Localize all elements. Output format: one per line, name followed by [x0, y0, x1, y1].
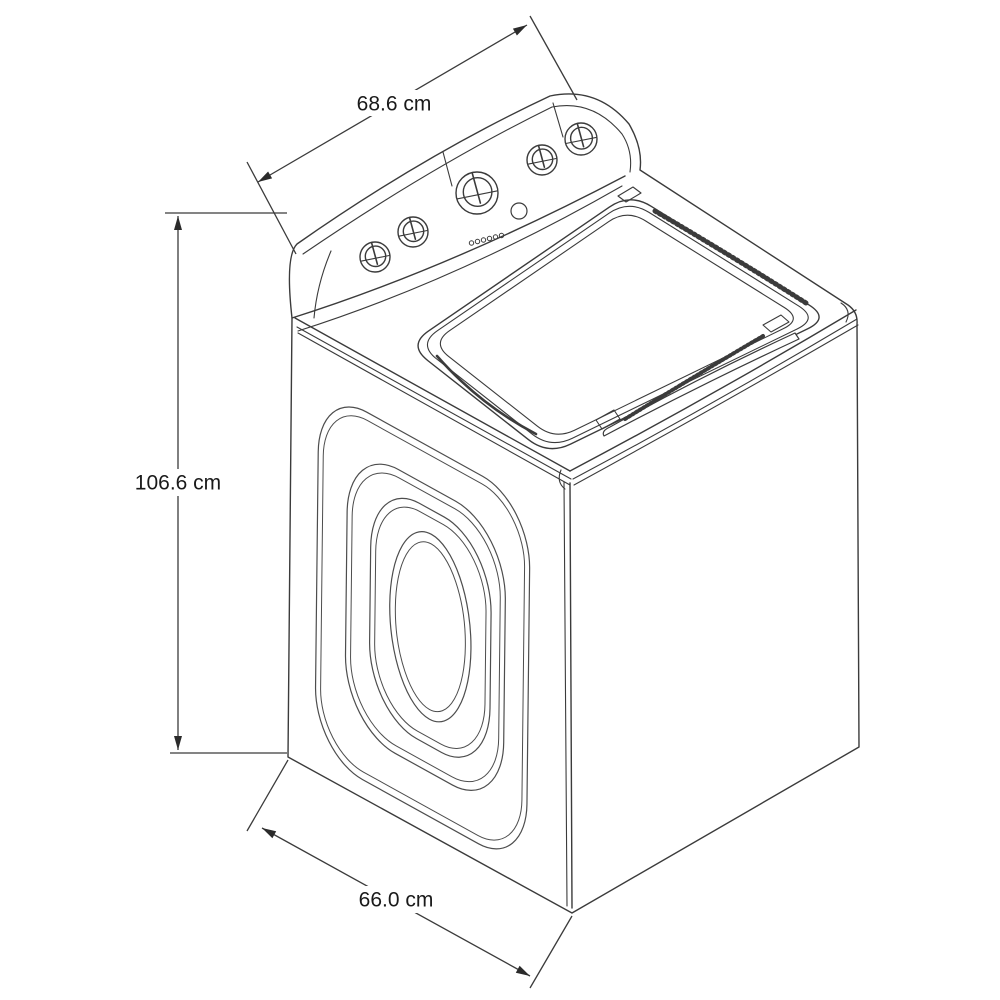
console — [302, 102, 632, 319]
console-seam-1 — [442, 151, 453, 187]
right-corner-cap — [840, 302, 849, 323]
top-lip-line-1 — [296, 318, 858, 480]
arrowhead — [262, 828, 277, 839]
arrowhead — [258, 171, 273, 182]
groove-oval-inner — [394, 525, 466, 729]
dimension-label-bg — [356, 90, 432, 116]
indicator-dot — [474, 238, 481, 245]
lid — [417, 186, 820, 450]
console-bottom-edge — [291, 175, 626, 319]
lid-handle-mount-left — [595, 409, 621, 430]
dimension-label-bg — [134, 469, 222, 496]
console-base-strip — [297, 185, 623, 332]
dimension-height-label: 106.6 cm — [135, 472, 221, 495]
arrowhead — [174, 216, 182, 230]
extension-line — [246, 759, 289, 832]
lid-gap-hatch — [652, 208, 809, 306]
knob-pointer — [537, 145, 546, 168]
arrowhead — [174, 736, 182, 750]
arrowhead — [512, 25, 527, 36]
dimension-width-group: 68.6 cm — [246, 15, 578, 255]
cabinet-silhouette — [287, 93, 860, 914]
groove-ring-1-inner — [320, 396, 525, 859]
knob-chord — [456, 190, 498, 200]
control-knob — [359, 241, 391, 273]
dimension-width-label: 68.6 cm — [357, 93, 432, 116]
top-front-left-edge — [294, 317, 571, 472]
arrowhead — [515, 965, 530, 976]
extension-line — [529, 15, 578, 101]
top-lip-line-2 — [297, 324, 859, 486]
washer — [287, 93, 860, 914]
dimension-annotations: 68.6 cm 106.6 cm 66.0 cm — [134, 15, 578, 989]
front-corner-cap — [558, 469, 566, 490]
indicator-dot — [498, 232, 505, 239]
front-panel-grooves — [315, 386, 531, 870]
groove-oval-outer — [389, 512, 472, 742]
lid-recess-outer — [417, 199, 820, 450]
lid-hinge-notch — [617, 186, 642, 203]
control-knob — [397, 216, 429, 248]
control-knob-large — [455, 171, 499, 215]
indicator-dot — [468, 240, 475, 246]
lid-shadow-accent — [435, 354, 538, 436]
console-button — [510, 202, 528, 220]
indicator-dot — [492, 234, 499, 240]
knob-pointer — [370, 242, 379, 266]
groove-ring-3-outer — [369, 477, 492, 779]
indicator-dot — [486, 235, 493, 242]
lid-recess-middle — [426, 205, 809, 444]
control-knob — [564, 122, 598, 156]
console-seam-2 — [552, 102, 564, 138]
dimension-depth-label: 66.0 cm — [359, 889, 434, 912]
dimension-label-bg — [357, 886, 435, 913]
front-corner-edge-inner — [563, 481, 568, 907]
groove-ring-2-outer — [345, 442, 506, 813]
lid-handle-body — [602, 332, 800, 437]
groove-ring-1-outer — [315, 386, 531, 870]
knob-pointer — [576, 123, 585, 148]
front-corner-edge — [569, 482, 573, 909]
dimension-height-group: 106.6 cm — [134, 212, 287, 754]
top-front-right-edge — [569, 309, 857, 472]
groove-ring-2-inner — [350, 452, 501, 802]
extension-line — [529, 915, 573, 989]
extension-line — [246, 161, 297, 255]
lid-handle-mount-right — [762, 314, 790, 333]
knob-chord — [565, 136, 597, 145]
knob-pointer — [408, 217, 417, 240]
console-top-inner-line — [302, 104, 632, 255]
lid-surface-edge — [439, 214, 794, 435]
indicator-dot — [480, 237, 487, 243]
knob-pointer — [471, 172, 482, 204]
lid-handle-grip-hatch — [623, 334, 765, 421]
control-knob — [526, 144, 558, 176]
console-left-cap-seam — [313, 250, 332, 319]
groove-ring-3-inner — [374, 487, 487, 768]
indicator-dots — [468, 232, 505, 246]
dimension-depth-group: 66.0 cm — [246, 759, 573, 989]
